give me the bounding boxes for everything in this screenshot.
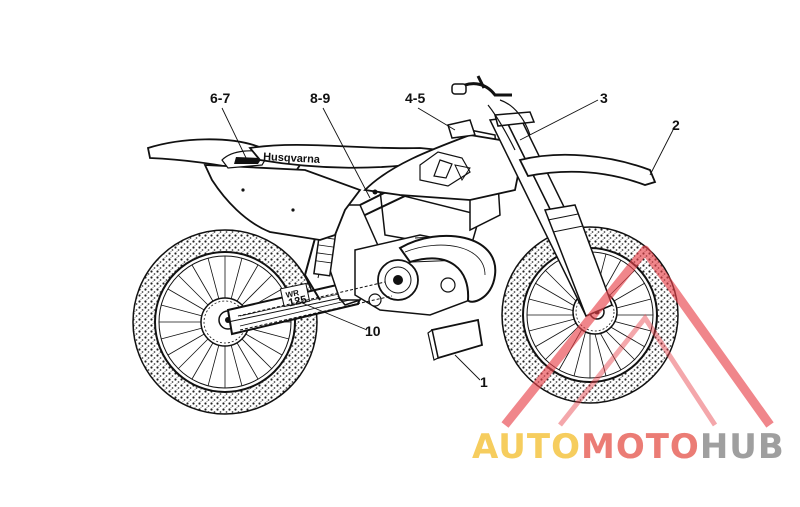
leader-lines [221,99,674,381]
callout-3: 3 [600,90,608,106]
callout-1: 1 [480,374,488,390]
callout-4-5: 4-5 [405,90,425,106]
chain [237,281,393,331]
watermark-moto: MOTO [581,427,700,467]
watermark-triangle-icon [501,245,774,428]
handlebar [451,75,531,151]
callout-8-9: 8-9 [310,90,330,106]
callout-2: 2 [672,117,680,133]
callout-6-7: 6-7 [210,90,230,106]
svg-text:AUTOMOTOHUB: AUTOMOTOHUB [472,427,785,467]
seat-brand-decal: Husqvarna [263,151,321,166]
watermark-hub: HUB [700,427,785,467]
callout-10: 10 [365,323,381,339]
watermark-logo: AUTOMOTOHUB [472,245,785,467]
front-fender [518,153,657,186]
seat: Husqvarna [248,143,442,169]
exhaust-pipe [398,234,497,303]
swingarm-number-decal: 125 [287,294,307,310]
watermark-auto: AUTO [472,427,581,467]
fuel-tank [363,119,521,201]
rear-wheel [132,229,318,415]
detached-decal-part [427,318,484,361]
swingarm-small-decal: WR [285,288,300,300]
